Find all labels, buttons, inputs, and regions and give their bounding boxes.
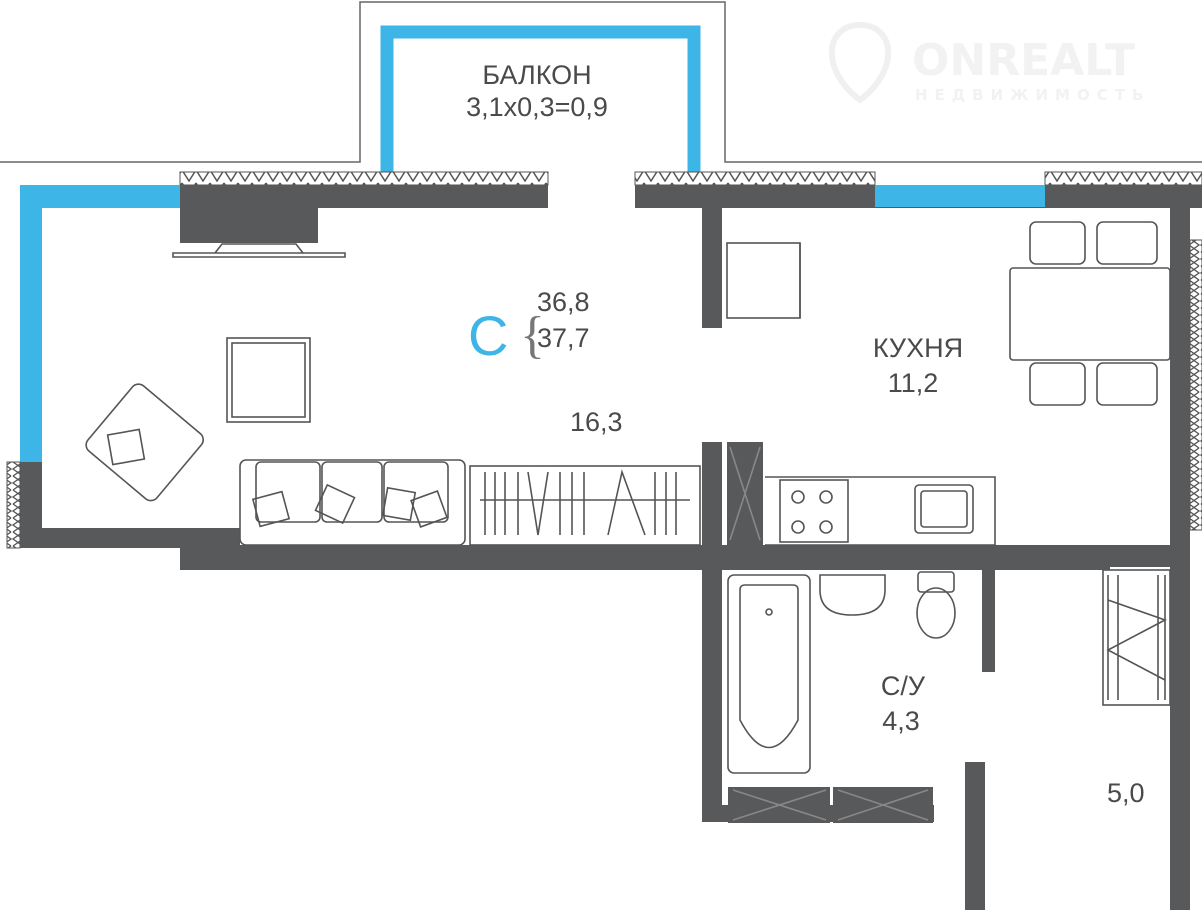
bathroom-area: 4,3 [882, 706, 920, 736]
kitchen-name: КУХНЯ [873, 333, 963, 363]
balcony-name: БАЛКОН [482, 60, 591, 90]
sofa [239, 459, 466, 546]
kitchen-window [875, 185, 1045, 207]
living-area: 16,3 [570, 407, 623, 437]
toilet [916, 571, 956, 639]
kitchen-counter [727, 442, 996, 546]
apartment-type: C [468, 304, 508, 367]
kitchen-area: 11,2 [888, 368, 939, 398]
apartment-total-area: 37,7 [537, 323, 590, 353]
living-window [20, 185, 180, 462]
watermark-logo: ONREALT НЕДВИЖИМОСТЬ [828, 21, 1150, 104]
partition-wall [702, 442, 722, 822]
wardrobe-door [726, 242, 801, 319]
exterior-wall-top [179, 171, 1202, 208]
watermark-brand: ONREALT [912, 35, 1135, 86]
balcony-window [380, 25, 701, 180]
exterior-wall-right [1170, 208, 1190, 910]
stove [779, 479, 849, 543]
bathroom-cabinet [728, 787, 933, 823]
washbasin [819, 574, 886, 616]
hall-wardrobe [1102, 569, 1171, 706]
balcony-dims: 3,1x0,3=0,9 [466, 92, 608, 122]
coffee-table [226, 337, 311, 423]
watermark-subtitle: НЕДВИЖИМОСТЬ [915, 86, 1150, 104]
wall-niche [180, 208, 318, 243]
dining-table [1009, 221, 1171, 406]
armchair [85, 383, 204, 502]
bathroom-name: С/У [881, 671, 926, 701]
brace-icon: { [520, 307, 545, 364]
bathtub [727, 574, 811, 774]
wardrobe [469, 465, 701, 546]
tv [172, 243, 346, 258]
apartment-living-area: 36,8 [537, 287, 590, 317]
partition-wall [702, 208, 722, 328]
sink [914, 484, 974, 534]
balcony-outline [0, 1, 1202, 163]
hall-area: 5,0 [1107, 778, 1145, 808]
